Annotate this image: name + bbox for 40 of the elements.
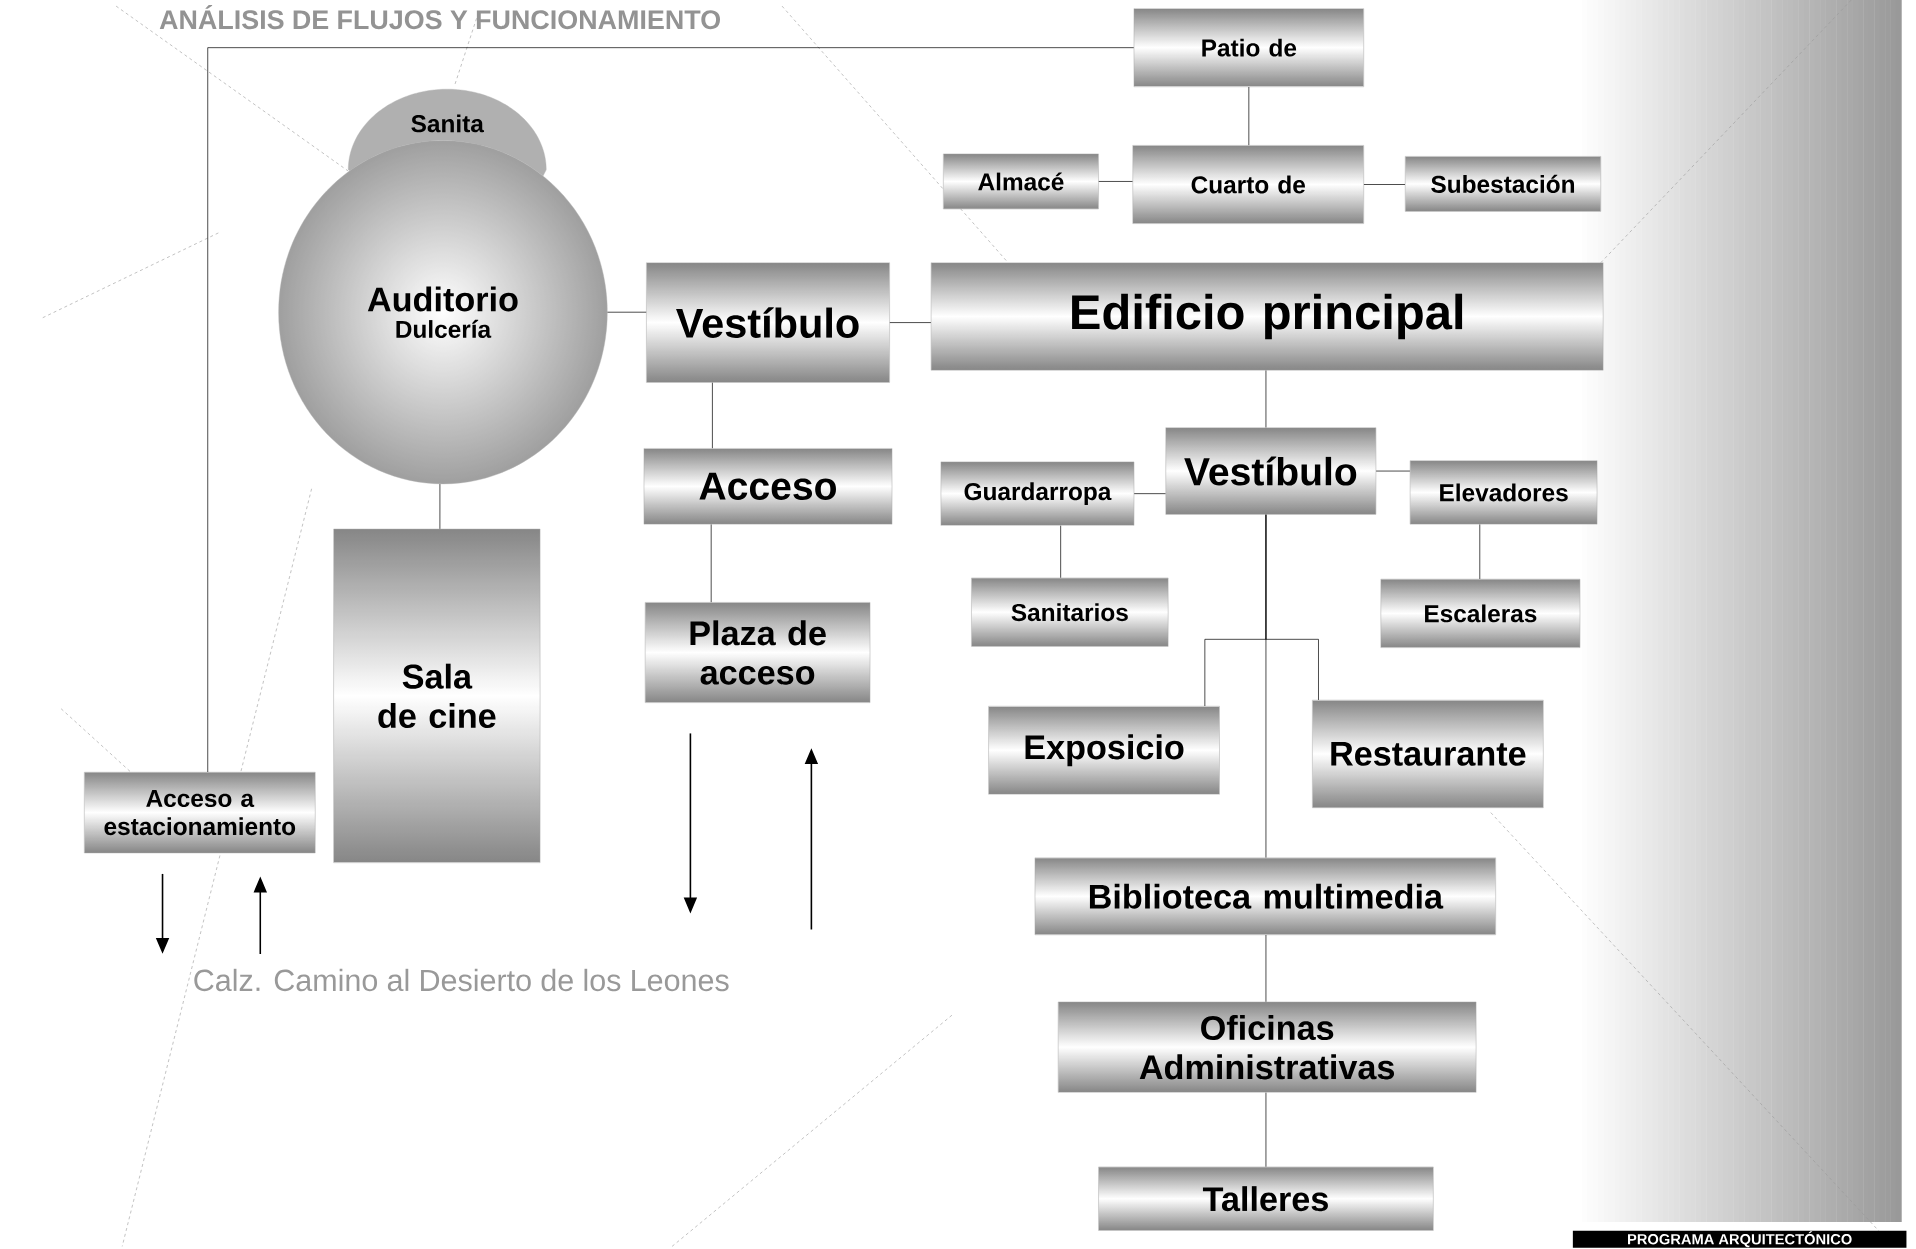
street-label: Calz. Camino al Desierto de los Leones <box>192 968 730 992</box>
area-box: Subestación <box>1405 156 1601 212</box>
area-box: Escaleras <box>1380 578 1581 648</box>
area-box: Sala de cine <box>333 528 541 863</box>
connector-line <box>710 524 712 603</box>
connector-line <box>1265 370 1267 428</box>
area-box: Almacé <box>943 153 1099 210</box>
connector-line <box>1098 181 1133 182</box>
area-box: Acceso <box>643 448 893 525</box>
connector-line <box>1060 525 1061 579</box>
area-box: Guardarropa <box>940 461 1135 526</box>
connector-line <box>1265 934 1267 1003</box>
connector-line <box>439 483 441 530</box>
connector-line <box>889 322 932 323</box>
area-box: Biblioteca multimedia <box>1034 857 1496 936</box>
area-box: Talleres <box>1098 1166 1434 1231</box>
area-box: Exposicio <box>988 706 1220 795</box>
connector-line <box>712 382 713 449</box>
connector-line <box>607 311 647 313</box>
connector-line <box>1248 86 1250 146</box>
connector-line <box>207 47 1135 773</box>
connector-line <box>1133 493 1166 495</box>
footer-bar: PROGRAMA ARQUITECTÓNICO <box>1572 1230 1907 1248</box>
area-box: Elevadores <box>1409 460 1598 525</box>
area-box: Edificio principal <box>930 262 1604 371</box>
area-box: Vestíbulo <box>646 262 890 383</box>
connector-line <box>1265 1092 1267 1168</box>
area-box: Patio de <box>1133 8 1364 87</box>
area-box: Restaurante <box>1312 699 1544 808</box>
connector-line <box>1375 470 1411 472</box>
area-box: Sanitarios <box>971 577 1169 647</box>
connector-line <box>1363 184 1406 185</box>
area-box: Acceso a estacionamiento <box>84 772 316 854</box>
area-box: Cuarto de <box>1132 145 1364 224</box>
connector-line <box>1265 514 1319 701</box>
area-box: Oficinas Administrativas <box>1057 1001 1477 1093</box>
connector-line <box>1479 524 1481 580</box>
page-title: ANÁLISIS DE FLUJOS Y FUNCIONAMIENTO <box>159 5 720 30</box>
area-box: Vestíbulo <box>1165 427 1377 515</box>
area-box: Plaza de acceso <box>644 602 871 703</box>
